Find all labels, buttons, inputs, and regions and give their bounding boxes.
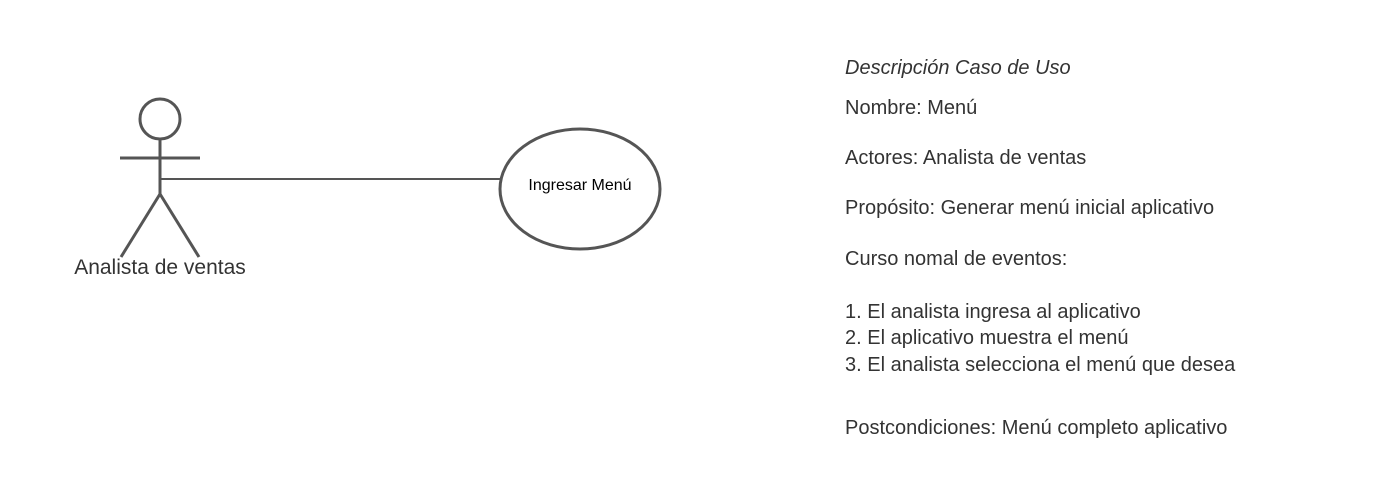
event-step: 2. El aplicativo muestra el menú bbox=[845, 327, 1129, 349]
description-course-heading: Curso nomal de eventos: bbox=[845, 248, 1068, 270]
description-postconditions: Postcondiciones: Menú completo aplicativ… bbox=[845, 417, 1228, 439]
use-case-label: Ingresar Menú bbox=[528, 177, 632, 194]
actor-figure bbox=[119, 97, 201, 258]
actor-left-leg bbox=[119, 193, 162, 258]
actor-right-leg bbox=[158, 193, 201, 258]
description-purpose: Propósito: Generar menú inicial aplicati… bbox=[845, 197, 1215, 219]
description-actors: Actores: Analista de ventas bbox=[845, 147, 1087, 169]
event-step: 3. El analista selecciona el menú que de… bbox=[845, 354, 1236, 376]
description-name: Nombre: Menú bbox=[845, 97, 978, 119]
use-case-ellipse bbox=[498, 127, 662, 251]
event-step: 1. El analista ingresa al aplicativo bbox=[845, 301, 1141, 323]
description-title: Descripción Caso de Uso bbox=[845, 57, 1071, 79]
actor-head bbox=[138, 97, 182, 141]
actor-label: Analista de ventas bbox=[74, 256, 246, 279]
